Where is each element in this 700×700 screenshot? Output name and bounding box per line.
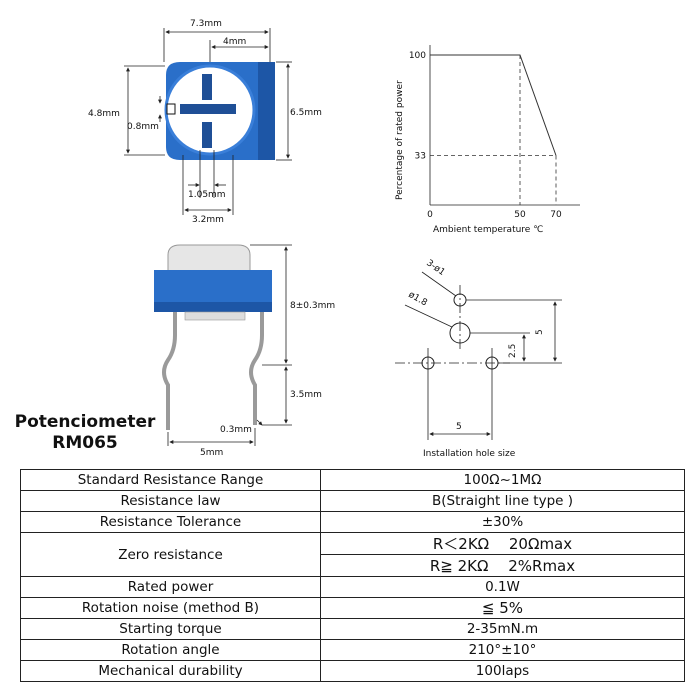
spec-value: R＜2KΩ 20Ωmax — [320, 532, 685, 555]
hole-small-label: 3-ø1 — [424, 258, 446, 278]
spec-param: Rated power — [20, 576, 321, 598]
spec-value: 100Ω~1MΩ — [320, 469, 685, 491]
spec-value: 2-35mN.m — [320, 618, 685, 640]
spec-param: Rotation angle — [20, 639, 321, 661]
top-right-height-label: 6.5mm — [290, 108, 322, 118]
spec-value: R≧ 2KΩ 2%Rmax — [320, 554, 685, 577]
table-row: Resistance Tolerance±30% — [20, 511, 685, 533]
hole-horizontal-label: 5 — [456, 422, 462, 432]
x-tick-50: 50 — [514, 210, 526, 220]
side-view-cap — [167, 244, 251, 274]
side-pin-thickness-label: 0.3mm — [220, 425, 252, 435]
left-pin — [162, 312, 177, 430]
x-tick-70: 70 — [550, 210, 562, 220]
derating-curve — [430, 54, 557, 156]
spec-param: Zero resistance — [20, 532, 321, 577]
table-row: Rotation noise (method B)≦ 5% — [20, 597, 685, 619]
top-inner-width-label: 4mm — [223, 37, 246, 47]
product-name: Potenciometer RM065 — [10, 412, 160, 454]
top-width-label: 7.3mm — [190, 19, 222, 29]
top-bottom-width-label: 3.2mm — [192, 215, 224, 225]
hole-view: 5 5 2.5 3-ø1 ø1.8 Installation hole size — [395, 258, 562, 459]
spec-param: Starting torque — [20, 618, 321, 640]
side-pin-length-label: 3.5mm — [290, 390, 322, 400]
spec-value: 210°±10° — [320, 639, 685, 661]
chart-y-label: Percentage of rated power — [395, 80, 405, 200]
hole-big-label: ø1.8 — [407, 290, 429, 309]
side-pin-spacing-label: 5mm — [200, 448, 223, 458]
spec-param: Resistance Tolerance — [20, 511, 321, 533]
spec-value: B(Straight line type ) — [320, 490, 685, 512]
top-slot-label: 0.8mm — [127, 122, 159, 132]
hole-mid-label: 2.5 — [508, 344, 518, 358]
y-tick-33: 33 — [415, 152, 426, 162]
x-tick-0: 0 — [427, 210, 433, 220]
spec-value: 0.1W — [320, 576, 685, 598]
technical-drawing: 7.3mm 4mm 4.8mm 0.8mm 6.5mm 1.05mm 3.2mm… — [88, 19, 580, 459]
right-pin — [249, 312, 264, 425]
hole-vertical-label: 5 — [535, 329, 545, 335]
hole-caption: Installation hole size — [423, 449, 516, 459]
spec-value: ≦ 5% — [320, 597, 685, 619]
product-name-line2: RM065 — [52, 433, 118, 453]
spec-value: ±30% — [320, 511, 685, 533]
side-view: 8±0.3mm 3.5mm 0.3mm 5mm — [154, 244, 335, 458]
top-view: 7.3mm 4mm 4.8mm 0.8mm 6.5mm 1.05mm 3.2mm — [88, 19, 322, 225]
top-height-label: 4.8mm — [88, 109, 120, 119]
spec-param: Rotation noise (method B) — [20, 597, 321, 619]
side-height-label: 8±0.3mm — [290, 301, 335, 311]
y-tick-100: 100 — [409, 51, 426, 61]
chart-x-label: Ambient temperature ℃ — [433, 225, 543, 235]
spec-param: Standard Resistance Range — [20, 469, 321, 491]
spec-param: Resistance law — [20, 490, 321, 512]
product-name-line1: Potenciometer — [14, 412, 156, 432]
derating-chart: 100 33 0 50 70 Percentage of rated power… — [395, 45, 580, 235]
spec-param: Mechanical durability — [20, 660, 321, 682]
top-bottom-inner-label: 1.05mm — [188, 190, 226, 200]
spec-value: 100laps — [320, 660, 685, 682]
